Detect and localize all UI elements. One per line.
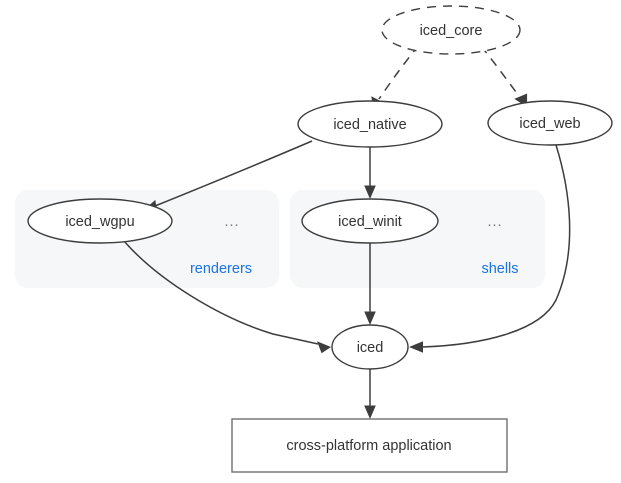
node-iced-winit-label: iced_winit <box>338 214 402 230</box>
edge-iced-wgpu-to-iced-line <box>123 240 319 345</box>
node-iced-core-label: iced_core <box>420 23 483 39</box>
node-iced-web-label: iced_web <box>519 116 580 132</box>
cluster-renderers-label: renderers <box>190 261 252 277</box>
edge-iced-to-application <box>364 369 376 419</box>
node-iced-label: iced <box>357 340 384 356</box>
edge-iced-native-to-iced-winit-arrowhead <box>364 185 376 199</box>
node-cross-platform-application-label: cross-platform application <box>286 438 451 454</box>
node-iced-core-shape[interactable] <box>381 5 521 55</box>
edge-iced-wgpu-to-iced-arrowhead <box>317 341 331 354</box>
node-iced-wgpu-label: iced_wgpu <box>65 214 134 230</box>
node-iced-native[interactable]: iced_native <box>297 100 443 148</box>
node-iced-winit-shape[interactable] <box>301 198 439 244</box>
edge-iced-wgpu-to-iced <box>123 240 331 354</box>
edge-iced-web-to-iced-arrowhead <box>409 341 423 353</box>
node-cross-platform-application-shape[interactable] <box>231 418 508 473</box>
node-iced[interactable]: iced <box>331 324 409 370</box>
node-iced-shape[interactable] <box>331 324 409 370</box>
node-iced-core[interactable]: iced_core <box>381 5 521 55</box>
node-iced-wgpu[interactable]: iced_wgpu <box>27 198 173 244</box>
node-iced-native-label: iced_native <box>333 117 406 133</box>
node-iced-winit[interactable]: iced_winit <box>301 198 439 244</box>
cluster-shells-label: shells <box>481 261 518 277</box>
node-iced-web-shape[interactable] <box>487 100 613 146</box>
node-cross-platform-application[interactable]: cross-platform application <box>231 418 508 473</box>
node-iced-wgpu-shape[interactable] <box>27 198 173 244</box>
edge-iced-web-to-iced-line <box>421 144 571 348</box>
shells-more-ellipsis: ... <box>487 214 502 230</box>
edge-iced-core-to-iced-native-line <box>378 44 420 100</box>
edge-iced-core-to-iced-web-line <box>480 45 520 97</box>
edge-iced-core-to-iced-web <box>480 45 528 107</box>
edge-iced-to-application-arrowhead <box>364 405 376 419</box>
edge-iced-winit-to-iced <box>364 243 376 325</box>
edge-iced-native-to-iced-winit <box>364 147 376 199</box>
edge-iced-winit-to-iced-arrowhead <box>364 311 376 325</box>
edge-iced-web-to-iced <box>409 144 571 353</box>
edge-iced-native-to-iced-wgpu-line <box>154 140 313 207</box>
renderers-more-ellipsis: ... <box>224 214 239 230</box>
node-iced-native-shape[interactable] <box>297 100 443 148</box>
node-iced-web[interactable]: iced_web <box>487 100 613 146</box>
